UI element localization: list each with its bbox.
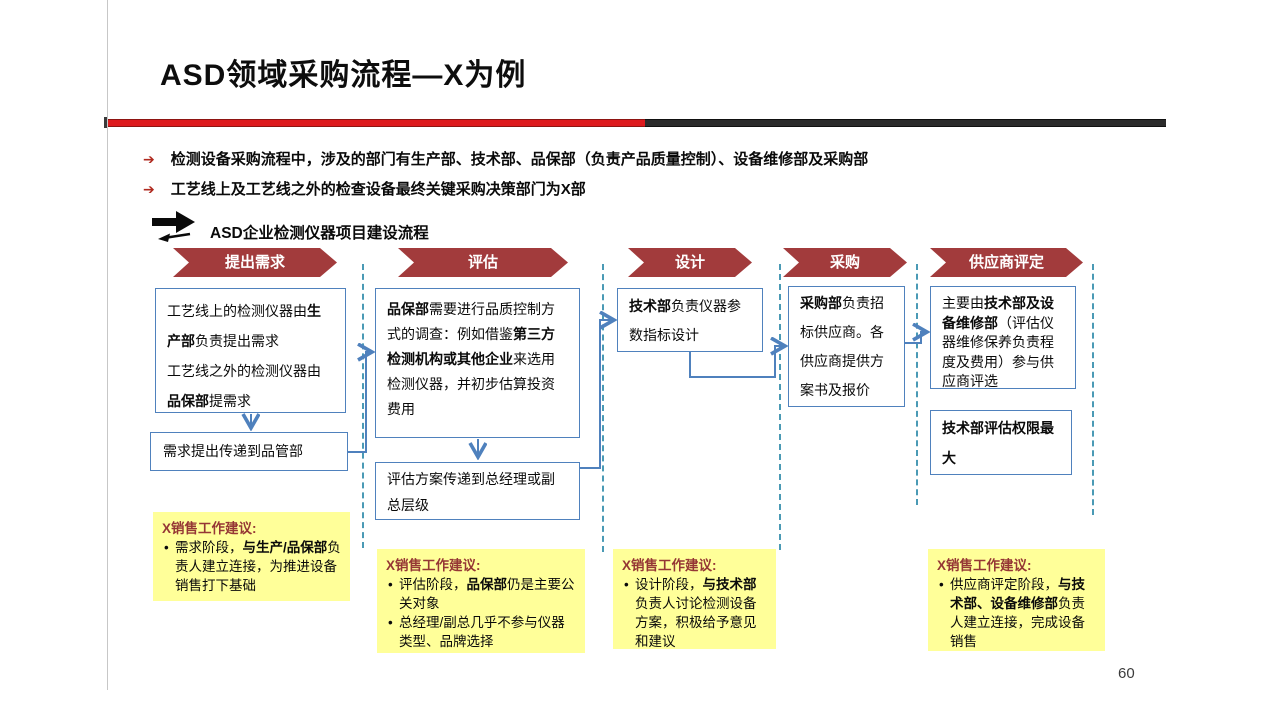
connector-a2-b1 — [346, 352, 371, 453]
column-separator-2 — [602, 264, 604, 552]
bullet-text-2: 工艺线上及工艺线之外的检查设备最终关键采购决策部门为X部 — [170, 181, 586, 198]
column-separator-5 — [1092, 264, 1094, 515]
flow-box-purchase-bidding: 采购部负责招标供应商。各供应商提供方案书及报价 — [788, 286, 905, 407]
bullet-line-2: ➔ 工艺线上及工艺线之外的检查设备最终关键采购决策部门为X部 — [143, 178, 586, 199]
sales-note-title: X销售工作建议: — [386, 558, 481, 573]
title-divider-red — [108, 119, 645, 127]
stage-banner-purchase: 采购 — [783, 248, 907, 277]
divider-tick — [104, 117, 107, 128]
sales-note-evaluate: X销售工作建议: 评估阶段，品保部仍是主要公关对象 总经理/副总几乎不参与仪器类… — [377, 549, 585, 653]
column-separator-4 — [916, 264, 918, 505]
bullet-arrow-icon: ➔ — [143, 181, 155, 197]
stage-banner-evaluate: 评估 — [398, 248, 568, 277]
sales-note-list: 评估阶段，品保部仍是主要公关对象 总经理/副总几乎不参与仪器类型、品牌选择 — [386, 575, 576, 651]
page-title: ASD领域采购流程—X为例 — [160, 59, 527, 92]
page-number: 60 — [1118, 665, 1135, 682]
sales-note-design: X销售工作建议: 设计阶段，与技术部负责人讨论检测设备方案，积极给予意见和建议 — [613, 549, 776, 649]
bullet-arrow-icon: ➔ — [143, 151, 155, 167]
sales-note-item: 需求阶段，与生产/品保部负责人建立连接，为推进设备销售打下基础 — [162, 538, 341, 595]
double-arrow-icon — [152, 211, 195, 242]
flow-box-text: 工艺线上的检测仪器由生产部负责提出需求 — [167, 303, 321, 349]
left-margin-rule — [107, 0, 108, 690]
stage-banner-propose-demand: 提出需求 — [173, 248, 337, 277]
sales-note-item: 供应商评定阶段，与技术部、设备维修部负责人建立连接，完成设备销售 — [937, 575, 1096, 651]
flow-section-title: ASD企业检测仪器项目建设流程 — [210, 225, 429, 242]
flow-box-quality-survey: 品保部需要进行品质控制方式的调查：例如借鉴第三方检测机构或其他企业来选用检测仪器… — [375, 288, 580, 438]
stage-banner-supplier-eval: 供应商评定 — [930, 248, 1083, 277]
sales-note-list: 供应商评定阶段，与技术部、设备维修部负责人建立连接，完成设备销售 — [937, 575, 1096, 651]
connector-b2-c1 — [580, 320, 613, 469]
flow-box-text: 工艺线之外的检测仪器由品保部提需求 — [167, 363, 321, 409]
flow-box-tech-design: 技术部负责仪器参数指标设计 — [617, 288, 763, 352]
flow-box-supplier-selection: 主要由技术部及设备维修部（评估仪器维修保养负责程度及费用）参与供应商评选 — [930, 286, 1076, 389]
sales-note-title: X销售工作建议: — [162, 521, 257, 536]
sales-note-item: 总经理/副总几乎不参与仪器类型、品牌选择 — [386, 613, 576, 651]
flow-box-demand-transfer: 需求提出传递到品管部 — [150, 432, 348, 471]
flow-box-tech-authority: 技术部评估权限最大 — [930, 410, 1072, 475]
flow-box-demand-source: 工艺线上的检测仪器由生产部负责提出需求 工艺线之外的检测仪器由品保部提需求 — [155, 288, 346, 413]
connector-d1-e1 — [904, 332, 926, 344]
bullet-line-1: ➔ 检测设备采购流程中，涉及的部门有生产部、技术部、品保部（负责产品质量控制）、设… — [143, 148, 868, 169]
stage-banner-design: 设计 — [628, 248, 752, 277]
title-divider-dark — [645, 119, 1166, 127]
sales-note-list: 需求阶段，与生产/品保部负责人建立连接，为推进设备销售打下基础 — [162, 538, 341, 595]
column-separator-3 — [779, 264, 781, 550]
sales-note-title: X销售工作建议: — [622, 558, 717, 573]
sales-note-item: 设计阶段，与技术部负责人讨论检测设备方案，积极给予意见和建议 — [622, 575, 767, 651]
sales-note-item: 评估阶段，品保部仍是主要公关对象 — [386, 575, 576, 613]
column-separator-1 — [362, 264, 364, 548]
flow-box-eval-transfer: 评估方案传递到总经理或副总层级 — [375, 462, 580, 520]
sales-note-title: X销售工作建议: — [937, 558, 1032, 573]
sales-note-demand: X销售工作建议: 需求阶段，与生产/品保部负责人建立连接，为推进设备销售打下基础 — [153, 512, 350, 601]
sales-note-list: 设计阶段，与技术部负责人讨论检测设备方案，积极给予意见和建议 — [622, 575, 767, 651]
sales-note-supplier-eval: X销售工作建议: 供应商评定阶段，与技术部、设备维修部负责人建立连接，完成设备销… — [928, 549, 1105, 651]
bullet-text-1: 检测设备采购流程中，涉及的部门有生产部、技术部、品保部（负责产品质量控制）、设备… — [170, 151, 869, 168]
